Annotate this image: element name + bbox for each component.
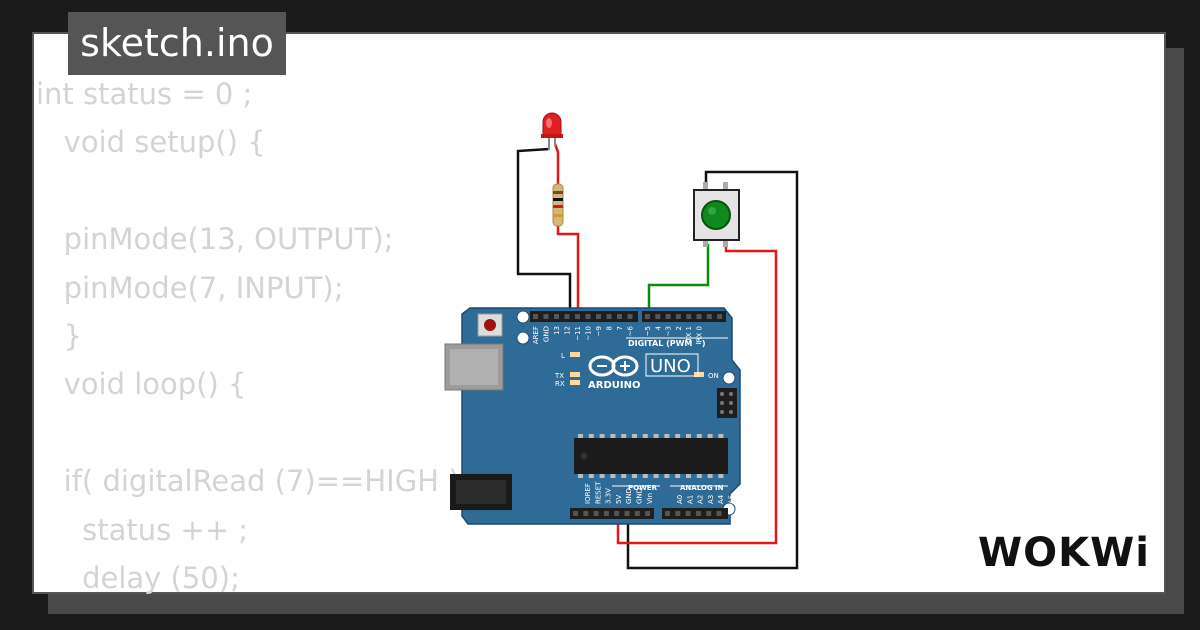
pin-label: 13 xyxy=(553,326,561,335)
pin-label: 7 xyxy=(616,326,624,330)
model-label: UNO xyxy=(650,356,691,377)
wire-red-led xyxy=(553,143,560,184)
code-line: pinMode(13, OUTPUT); xyxy=(36,222,394,257)
pin-label: GND xyxy=(543,326,551,342)
code-line: void setup() { xyxy=(36,125,266,160)
pin-label: ~10 xyxy=(585,326,593,341)
pin-label: RESET xyxy=(594,481,602,504)
analog-label: ANALOG IN xyxy=(680,484,724,492)
led-indicator-on xyxy=(694,372,704,377)
tx-label: TX xyxy=(554,372,564,380)
pin-label: IOREF xyxy=(584,483,592,504)
l-label: L xyxy=(561,352,565,360)
pin-label: A4 xyxy=(717,494,725,504)
pin-label: A5 xyxy=(728,495,736,504)
pin-label: GND xyxy=(625,488,633,504)
code-preview: int status = 0 ; void setup() { pinMode(… xyxy=(36,70,478,602)
code-line: void loop() { xyxy=(36,367,247,402)
resistor xyxy=(552,183,564,227)
code-line: pinMode(7, INPUT); xyxy=(36,270,344,305)
led-indicator-rx xyxy=(570,380,580,385)
pushbutton[interactable] xyxy=(693,182,740,247)
file-name-tab: sketch.ino xyxy=(68,12,286,75)
pin-label: A0 xyxy=(676,495,684,504)
pin-label: A2 xyxy=(697,495,705,504)
pin-label: GND xyxy=(636,488,644,504)
pin-label: ~3 xyxy=(665,326,673,336)
pin-label: TX 1 xyxy=(685,326,693,343)
svg-text:WOKWi: WOKWi xyxy=(978,530,1150,576)
code-line: if( digitalRead (7)==HIGH ){ xyxy=(36,464,478,499)
code-line: int status = 0 ; xyxy=(36,77,253,111)
digital-header xyxy=(530,311,726,322)
pin-label: ~6 xyxy=(627,325,635,336)
pin-label: 2 xyxy=(675,326,683,330)
power-header xyxy=(570,508,728,519)
led[interactable] xyxy=(541,112,563,150)
pin-label: A3 xyxy=(707,495,715,504)
on-label: ON xyxy=(708,372,719,380)
pin-label: 12 xyxy=(564,326,572,335)
atmega-chip xyxy=(574,434,728,478)
wire-black-button xyxy=(626,170,799,570)
pin-label: RX 0 xyxy=(696,326,704,342)
reset-button[interactable] xyxy=(477,313,503,337)
wire-red-5v xyxy=(616,244,778,545)
led-indicator-tx xyxy=(570,372,580,377)
icsp-header xyxy=(717,388,737,418)
power-label: POWER xyxy=(628,484,658,492)
wire-green-pin7 xyxy=(647,244,710,316)
wokwi-logo: WOKWi xyxy=(978,530,1150,576)
pin-label: 4 xyxy=(654,325,662,330)
rx-label: RX xyxy=(555,380,565,388)
wire-black-gnd xyxy=(516,147,572,316)
pin-label: A1 xyxy=(686,495,694,504)
pin-label: AREF xyxy=(532,326,540,344)
pin-label: ~11 xyxy=(574,326,582,341)
code-line: delay (50); xyxy=(36,560,240,595)
pin-label: 8 xyxy=(606,326,614,330)
pin-label: ~9 xyxy=(595,326,603,336)
pin-label: ~5 xyxy=(644,326,652,336)
brand-label: ARDUINO xyxy=(588,380,640,391)
arduino-logo-icon xyxy=(588,355,639,377)
pin-label: Vin xyxy=(646,493,654,504)
digital-label: DIGITAL (PWM ~) xyxy=(628,339,706,348)
code-line: status ++ ; xyxy=(36,512,249,547)
led-indicator-l xyxy=(570,352,580,357)
pin-label: 3.3V xyxy=(605,488,613,504)
pin-label: 5V xyxy=(615,495,623,504)
wire-red-pin13 xyxy=(556,226,580,316)
code-line: } xyxy=(36,318,83,353)
